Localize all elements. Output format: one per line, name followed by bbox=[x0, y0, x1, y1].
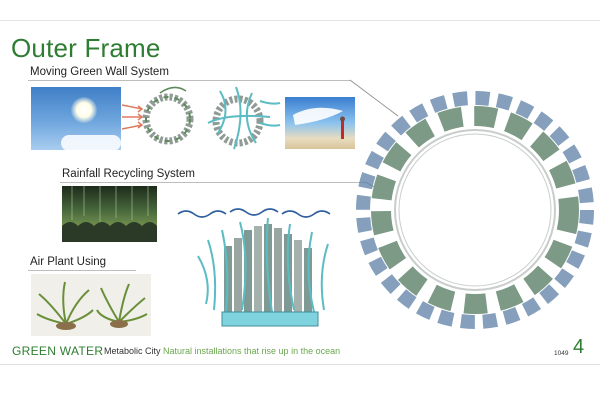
wall-ring-right bbox=[207, 86, 271, 150]
ring-walkway bbox=[394, 129, 556, 291]
moving-green-wall-underline bbox=[28, 80, 350, 81]
wall-ring-left bbox=[142, 86, 194, 145]
air-plant-underline bbox=[28, 270, 136, 271]
air-plant-illustration bbox=[36, 281, 148, 330]
top-divider bbox=[0, 20, 600, 21]
heat-arrows bbox=[121, 104, 144, 130]
air-plant-label: Air Plant Using bbox=[30, 256, 107, 268]
air-plant-photo bbox=[31, 274, 151, 336]
water-plumes bbox=[197, 217, 329, 313]
page-number: 4 bbox=[573, 336, 585, 358]
ring-outer-rocks bbox=[356, 91, 594, 329]
outer-frame-ring-plan bbox=[356, 91, 594, 329]
wave-lines bbox=[177, 208, 331, 218]
sun-sky-photo bbox=[31, 87, 121, 150]
footer-brand: GREEN WATER bbox=[12, 344, 104, 358]
water-basin bbox=[221, 311, 319, 327]
roof-drip-illustration bbox=[62, 186, 157, 242]
green-wall-rotation-diagram bbox=[121, 86, 281, 150]
footer-description: Natural installations that rise up in th… bbox=[163, 346, 341, 356]
water-installation-drawing bbox=[177, 208, 331, 327]
wind-arrows bbox=[259, 100, 281, 127]
beach-photo bbox=[285, 97, 355, 149]
rainfall-recycling-underline bbox=[60, 182, 365, 183]
footer-code: 1049 bbox=[554, 350, 569, 357]
rainfall-photo bbox=[62, 186, 157, 242]
ring-green-panels bbox=[371, 106, 579, 314]
ring-center bbox=[403, 138, 547, 282]
footer-city: Metabolic City bbox=[104, 346, 161, 356]
footer-divider bbox=[0, 364, 600, 365]
moving-green-wall-label: Moving Green Wall System bbox=[30, 66, 169, 78]
flag-person-illustration bbox=[293, 107, 345, 139]
rainfall-recycling-label: Rainfall Recycling System bbox=[62, 168, 195, 180]
sun-icon bbox=[71, 97, 97, 123]
slide-title: Outer Frame bbox=[11, 33, 161, 63]
cloud-shape bbox=[61, 135, 121, 150]
